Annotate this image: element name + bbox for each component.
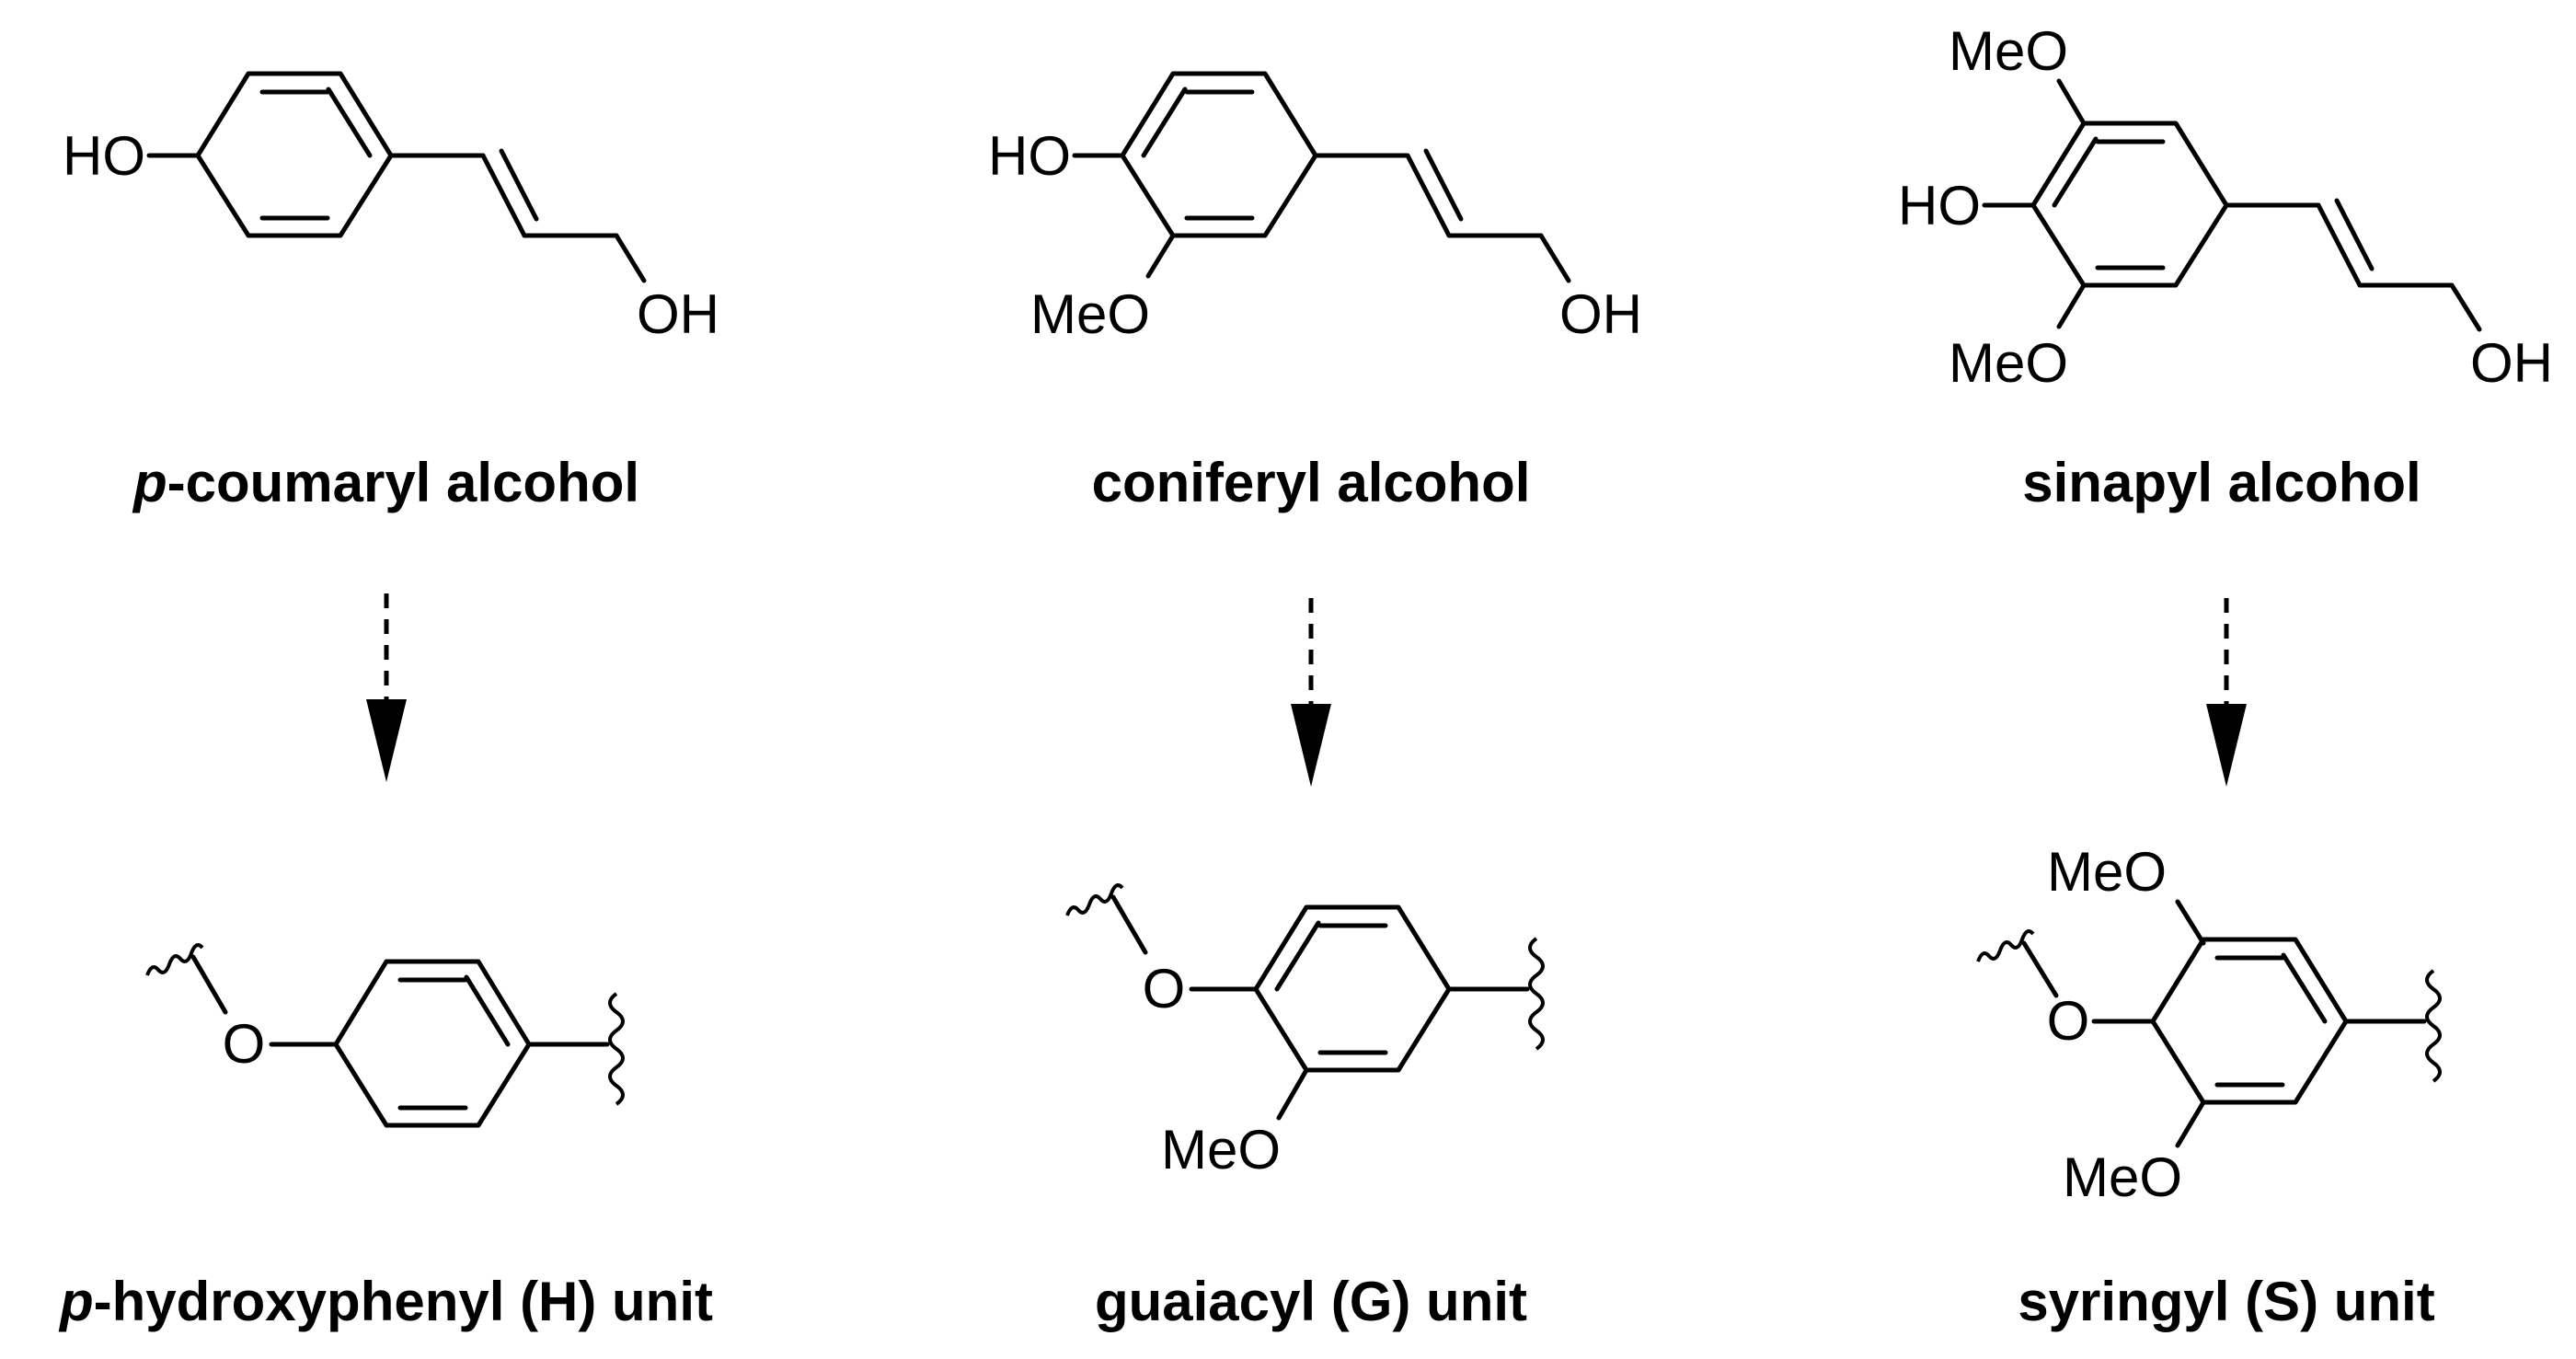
- ether-oxygen-label: O: [1143, 958, 1186, 1019]
- alkene-double-bond: [499, 148, 539, 222]
- benzene-ring: [333, 959, 532, 1128]
- wavy-bond-right: [608, 992, 625, 1106]
- side-chain: [1538, 233, 1571, 283]
- alcohol-oh-label: OH: [2470, 332, 2553, 394]
- methoxy-label-bottom: MeO: [1949, 332, 2068, 394]
- coniferyl-alcohol-structure: HO MeO OH: [988, 71, 1642, 345]
- methoxy-label-bottom: MeO: [2063, 1146, 2182, 1208]
- alkene-bond: [2316, 202, 2363, 288]
- alkene-double-bond: [2334, 198, 2375, 271]
- unit-name-g: guaiacyl (G) unit: [1095, 1271, 1527, 1332]
- ether-oxygen-label: O: [223, 1013, 266, 1075]
- sinapyl-alcohol-structure: MeO HO MeO OH: [1898, 20, 2553, 394]
- hydroxy-label: HO: [63, 125, 145, 187]
- benzene-ring: [1120, 71, 1318, 238]
- methoxy-bond: [1145, 233, 1176, 279]
- alcohol-oh-label: OH: [1559, 283, 1642, 345]
- aromatic-double-bond: [2052, 136, 2099, 208]
- methoxy-label: MeO: [1030, 283, 1150, 345]
- p-coumaryl-alcohol-structure: HO OH: [63, 71, 719, 345]
- methoxy-bond-bottom: [2175, 1100, 2206, 1148]
- monomer-name-sinapyl: sinapyl alcohol: [2022, 452, 2421, 513]
- aromatic-double-bond: [2281, 952, 2328, 1024]
- ether-bond: [1110, 894, 1148, 955]
- wavy-bond-right: [2425, 969, 2442, 1083]
- h-unit-structure: O: [145, 943, 625, 1128]
- aromatic-double-bond: [326, 86, 373, 158]
- side-chain: [2449, 282, 2482, 332]
- ether-bond: [190, 954, 228, 1015]
- dashed-arrow-s: [2206, 598, 2247, 787]
- alkene-double-bond: [1423, 148, 1464, 222]
- dashed-arrow-g: [1291, 598, 1331, 787]
- alkene-bond: [1405, 153, 1452, 238]
- aromatic-double-bond: [464, 974, 511, 1047]
- methoxy-bond-top: [2056, 78, 2087, 126]
- aromatic-double-bond: [1274, 920, 1321, 992]
- benzene-ring: [195, 71, 394, 238]
- wavy-bond-left: [145, 943, 204, 976]
- dashed-arrow-h: [366, 593, 407, 782]
- s-unit-structure: MeO O MeO: [1976, 841, 2442, 1208]
- unit-name-s: syringyl (S) unit: [2018, 1271, 2434, 1332]
- ether-oxygen-label: O: [2047, 990, 2090, 1052]
- hydroxy-label: HO: [1898, 175, 1981, 236]
- methoxy-label-top: MeO: [1949, 20, 2068, 82]
- methoxy-bond-top: [2175, 899, 2206, 946]
- side-chain: [614, 233, 647, 283]
- hydroxy-label: HO: [988, 125, 1071, 187]
- alcohol-oh-label: OH: [637, 283, 719, 345]
- g-unit-structure: O MeO: [1065, 883, 1545, 1180]
- monomer-name-p-coumaryl: p-coumaryl alcohol: [132, 452, 639, 513]
- methoxy-label-top: MeO: [2047, 841, 2167, 903]
- benzene-ring: [2030, 121, 2229, 288]
- wavy-bond-left: [1065, 883, 1124, 916]
- methoxy-label: MeO: [1161, 1119, 1281, 1180]
- methoxy-bond-bottom: [2056, 282, 2087, 329]
- benzene-ring: [2150, 937, 2349, 1105]
- monomer-name-coniferyl: coniferyl alcohol: [1092, 452, 1531, 513]
- aromatic-double-bond: [1141, 86, 1188, 158]
- unit-name-h: p-hydroxyphenyl (H) unit: [58, 1271, 713, 1332]
- ether-bond: [2021, 940, 2059, 998]
- wavy-bond-right: [1528, 937, 1545, 1051]
- alkene-bond: [480, 153, 527, 238]
- benzene-ring: [1253, 904, 1452, 1073]
- wavy-bond-left: [1976, 929, 2035, 962]
- methoxy-bond: [1276, 1067, 1309, 1121]
